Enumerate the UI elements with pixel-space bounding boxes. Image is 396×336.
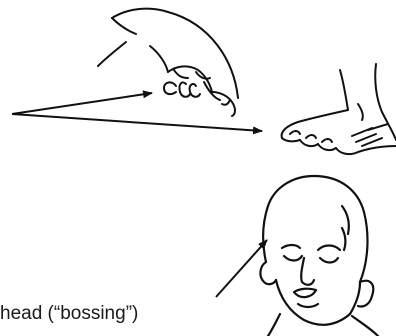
foot-sketch: [282, 64, 396, 154]
baby-face-sketch: [260, 176, 378, 336]
arrow-to-hand: [12, 93, 152, 114]
arrow-to-forehead: [216, 240, 267, 297]
hand-sketch: [98, 9, 238, 116]
bossing-label: head (“bossing”): [0, 303, 138, 325]
arrow-to-foot: [12, 114, 262, 131]
